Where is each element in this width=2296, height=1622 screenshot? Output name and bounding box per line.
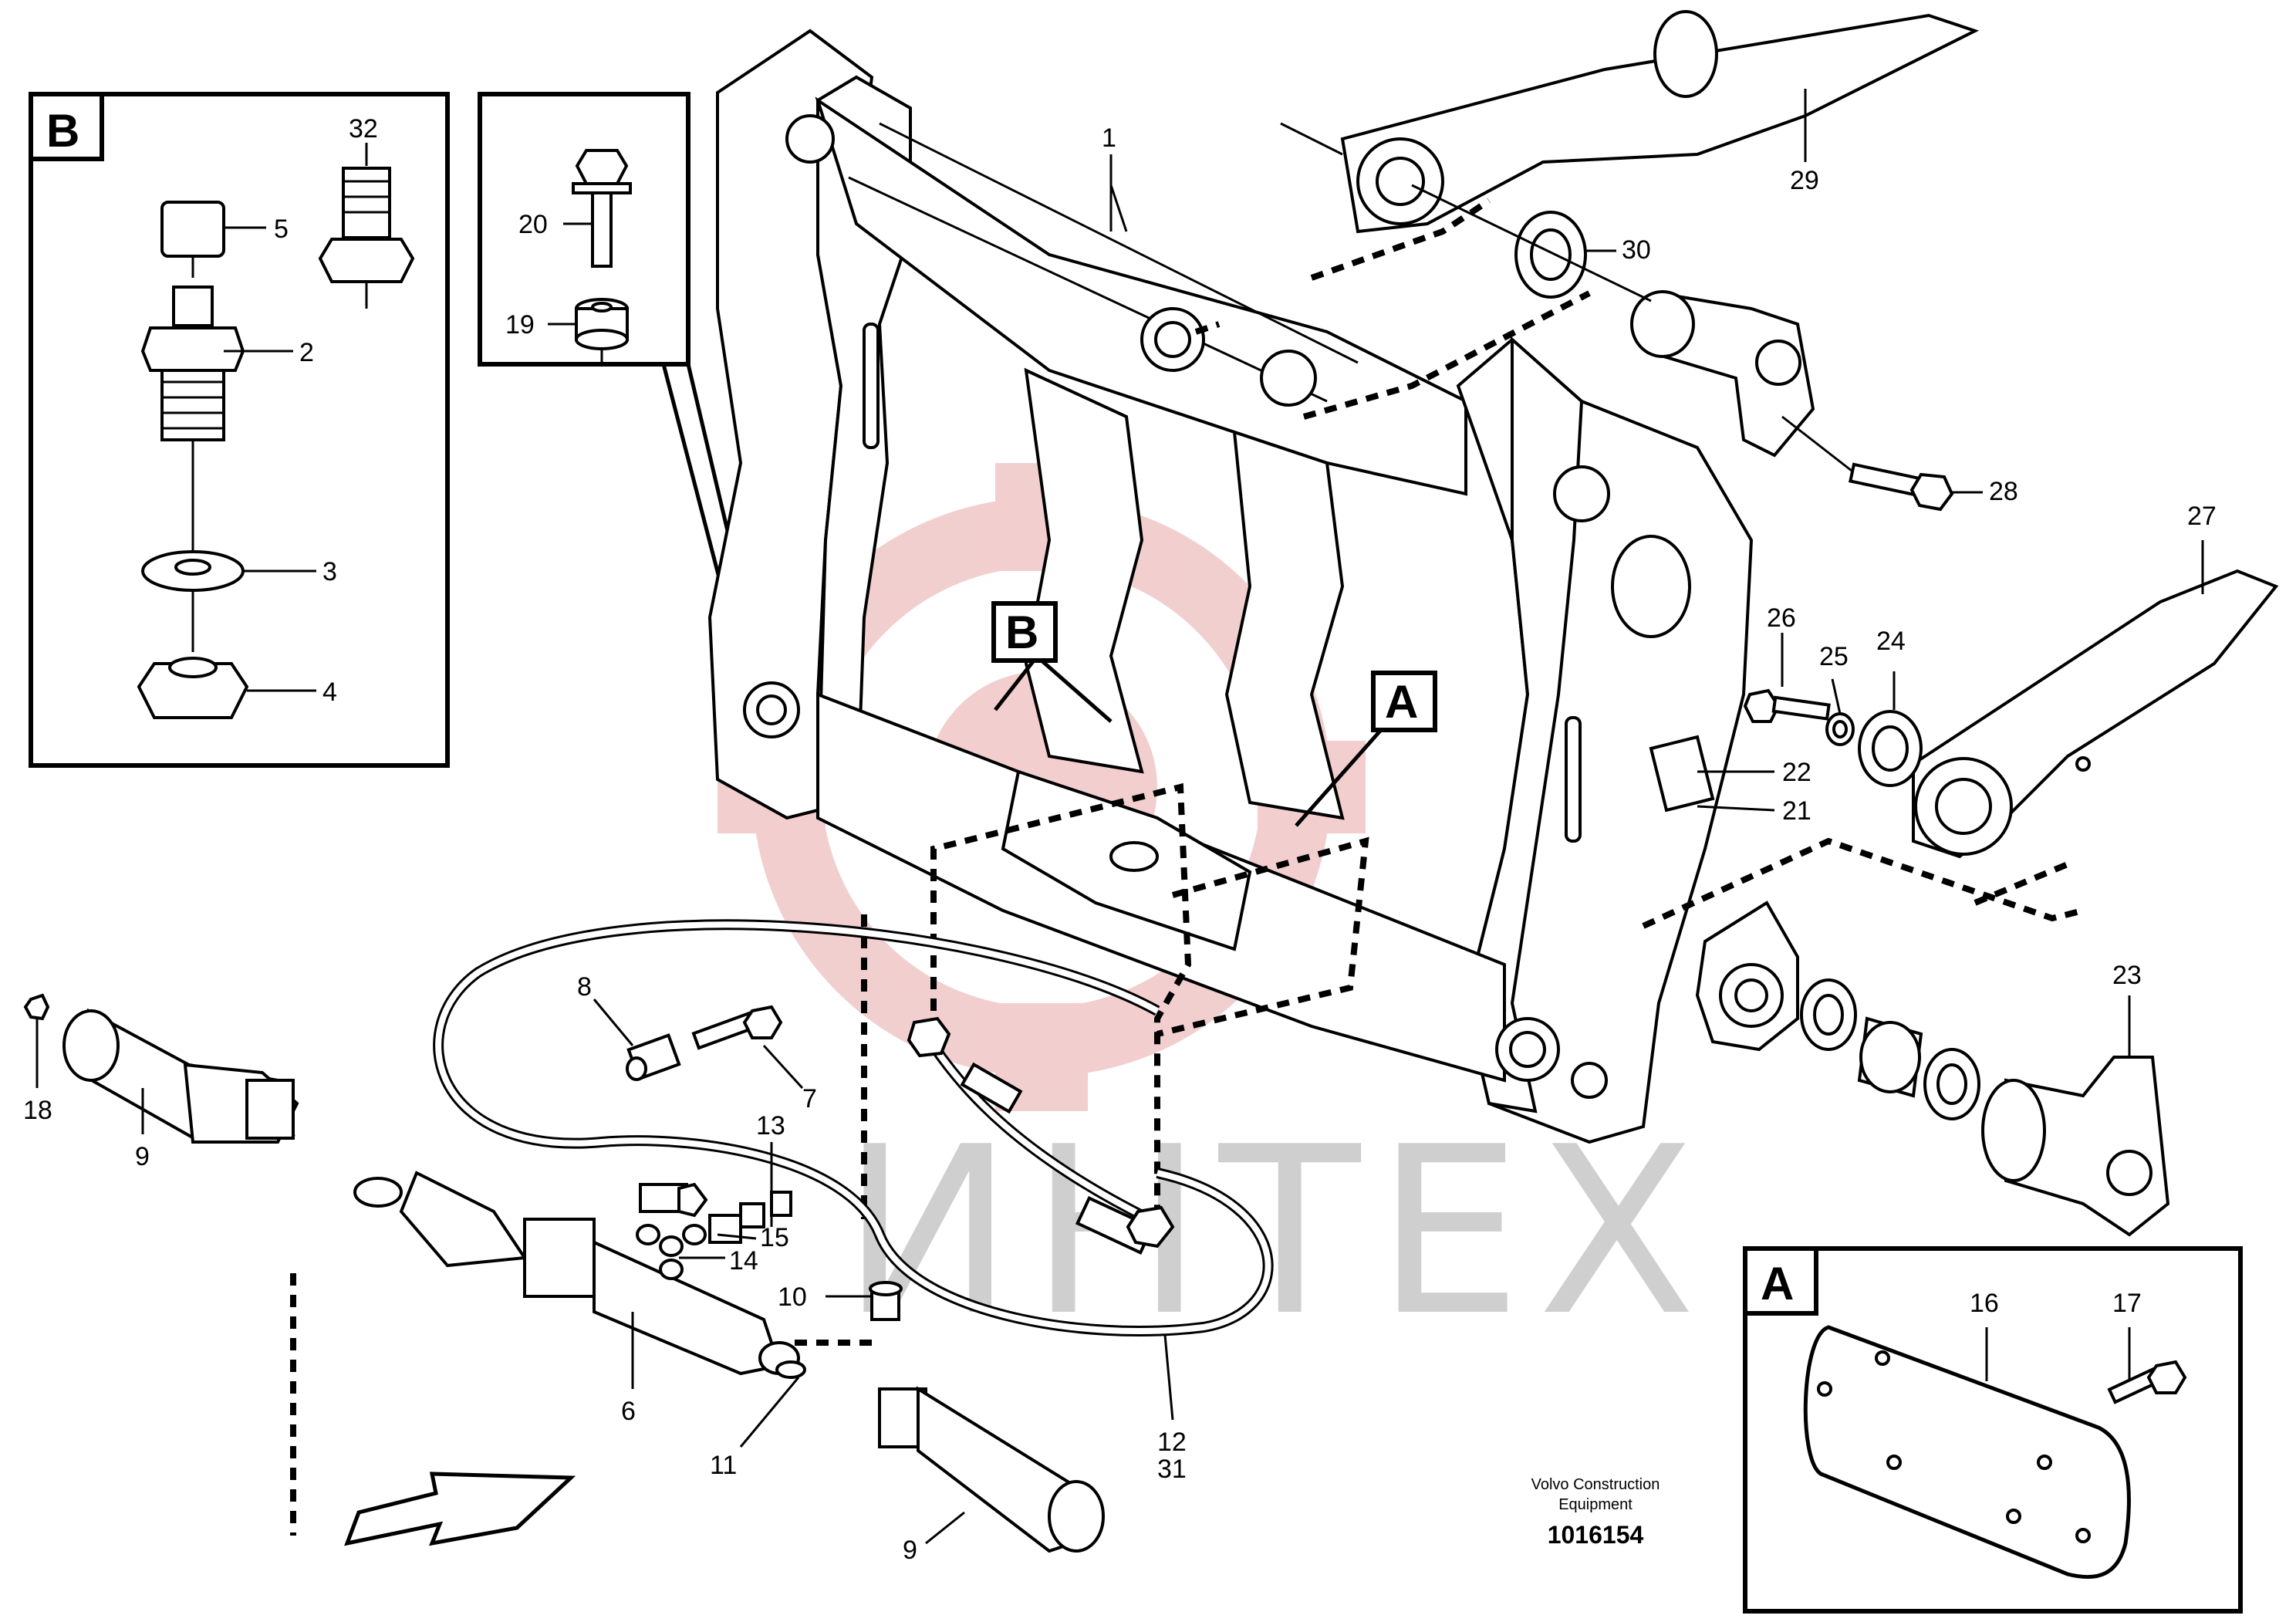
callout-a-tag: A [1385,676,1418,728]
drawing-number: 1016154 [1548,1521,1644,1549]
label-21: 21 [1782,796,1811,826]
label-4: 4 [322,678,337,707]
inset-b-tag: B [46,105,79,157]
part-10-fitting [869,1281,903,1321]
part-20-bolt [572,149,632,268]
lower-bushings [1800,978,1980,1120]
label-24: 24 [1876,627,1906,656]
lower-arm-27 [1912,569,2279,859]
label-3: 3 [322,557,337,586]
label-8: 8 [577,972,592,1002]
part-19-spacer [575,298,629,364]
upper-pin [1630,290,1815,458]
credit-line1: Volvo Construction [1531,1476,1660,1493]
label-20: 20 [518,210,548,239]
inset-bolt-detail: 20 19 [478,92,743,587]
label-9a: 9 [135,1142,150,1171]
label-30: 30 [1622,235,1651,265]
part-6-cylinder [353,1171,806,1379]
part-24-bushing [1858,710,1923,787]
part-25-washer [1825,712,1855,746]
label-25: 25 [1819,642,1849,671]
label-14: 14 [729,1246,758,1276]
label-27: 27 [2187,502,2217,531]
label-26: 26 [1767,603,1796,633]
inset-a: A 16 17 [1743,1246,2243,1614]
watermark-text: ИНТЕХ [841,1097,1711,1367]
front-direction-arrow [344,1472,576,1546]
part-9-cylinder-left [23,993,299,1144]
part-9-cylinder-bottom [878,1386,1105,1553]
label-5: 5 [274,215,289,244]
label-17: 17 [2112,1289,2142,1318]
part-17-bolt [2107,1360,2187,1404]
part-28-bolt [1849,462,1954,512]
part-21-22-decal [1649,735,1715,813]
inset-b: B [29,92,450,768]
label-23: 23 [2112,961,2142,990]
label-10: 10 [778,1282,807,1312]
part-2-grease-fitting [140,286,245,556]
lower-bracket [1695,901,1799,1052]
label-29: 29 [1790,166,1819,195]
label-1: 1 [1102,123,1116,153]
label-9b: 9 [903,1536,917,1565]
part-5-cap [160,201,225,278]
inset-a-tag: A [1761,1258,1794,1309]
label-15: 15 [760,1223,789,1252]
label-13: 13 [756,1111,785,1140]
callout-b-main: B [991,601,1113,723]
label-6: 6 [621,1397,636,1426]
label-18: 18 [23,1096,52,1125]
part-26-bolt [1743,688,1831,723]
label-7: 7 [802,1084,817,1113]
label-19: 19 [505,310,535,340]
callout-b-tag: B [1005,607,1038,658]
part-30-washer [1514,211,1587,299]
part-8-spacer [626,1033,681,1081]
upper-link-29 [1280,10,1980,234]
label-22: 22 [1782,758,1811,787]
part-23-pin [1981,1056,2170,1237]
part-32-plug [318,167,415,309]
part-14-15-orings [636,1224,707,1280]
label-32: 32 [349,114,378,144]
part-7-bolt [691,1005,783,1050]
label-28: 28 [1989,477,2018,506]
label-2: 2 [299,338,314,367]
label-12: 12 [1157,1428,1187,1457]
label-11: 11 [710,1451,737,1480]
credit-line2: Equipment [1558,1496,1633,1513]
part-16-cover-plate [1803,1325,2131,1580]
label-31: 31 [1157,1455,1187,1484]
part-13-fitting [639,1182,792,1244]
callout-a-main: A [1295,671,1437,827]
label-16: 16 [1970,1289,1999,1318]
part-4-nut [137,657,249,719]
